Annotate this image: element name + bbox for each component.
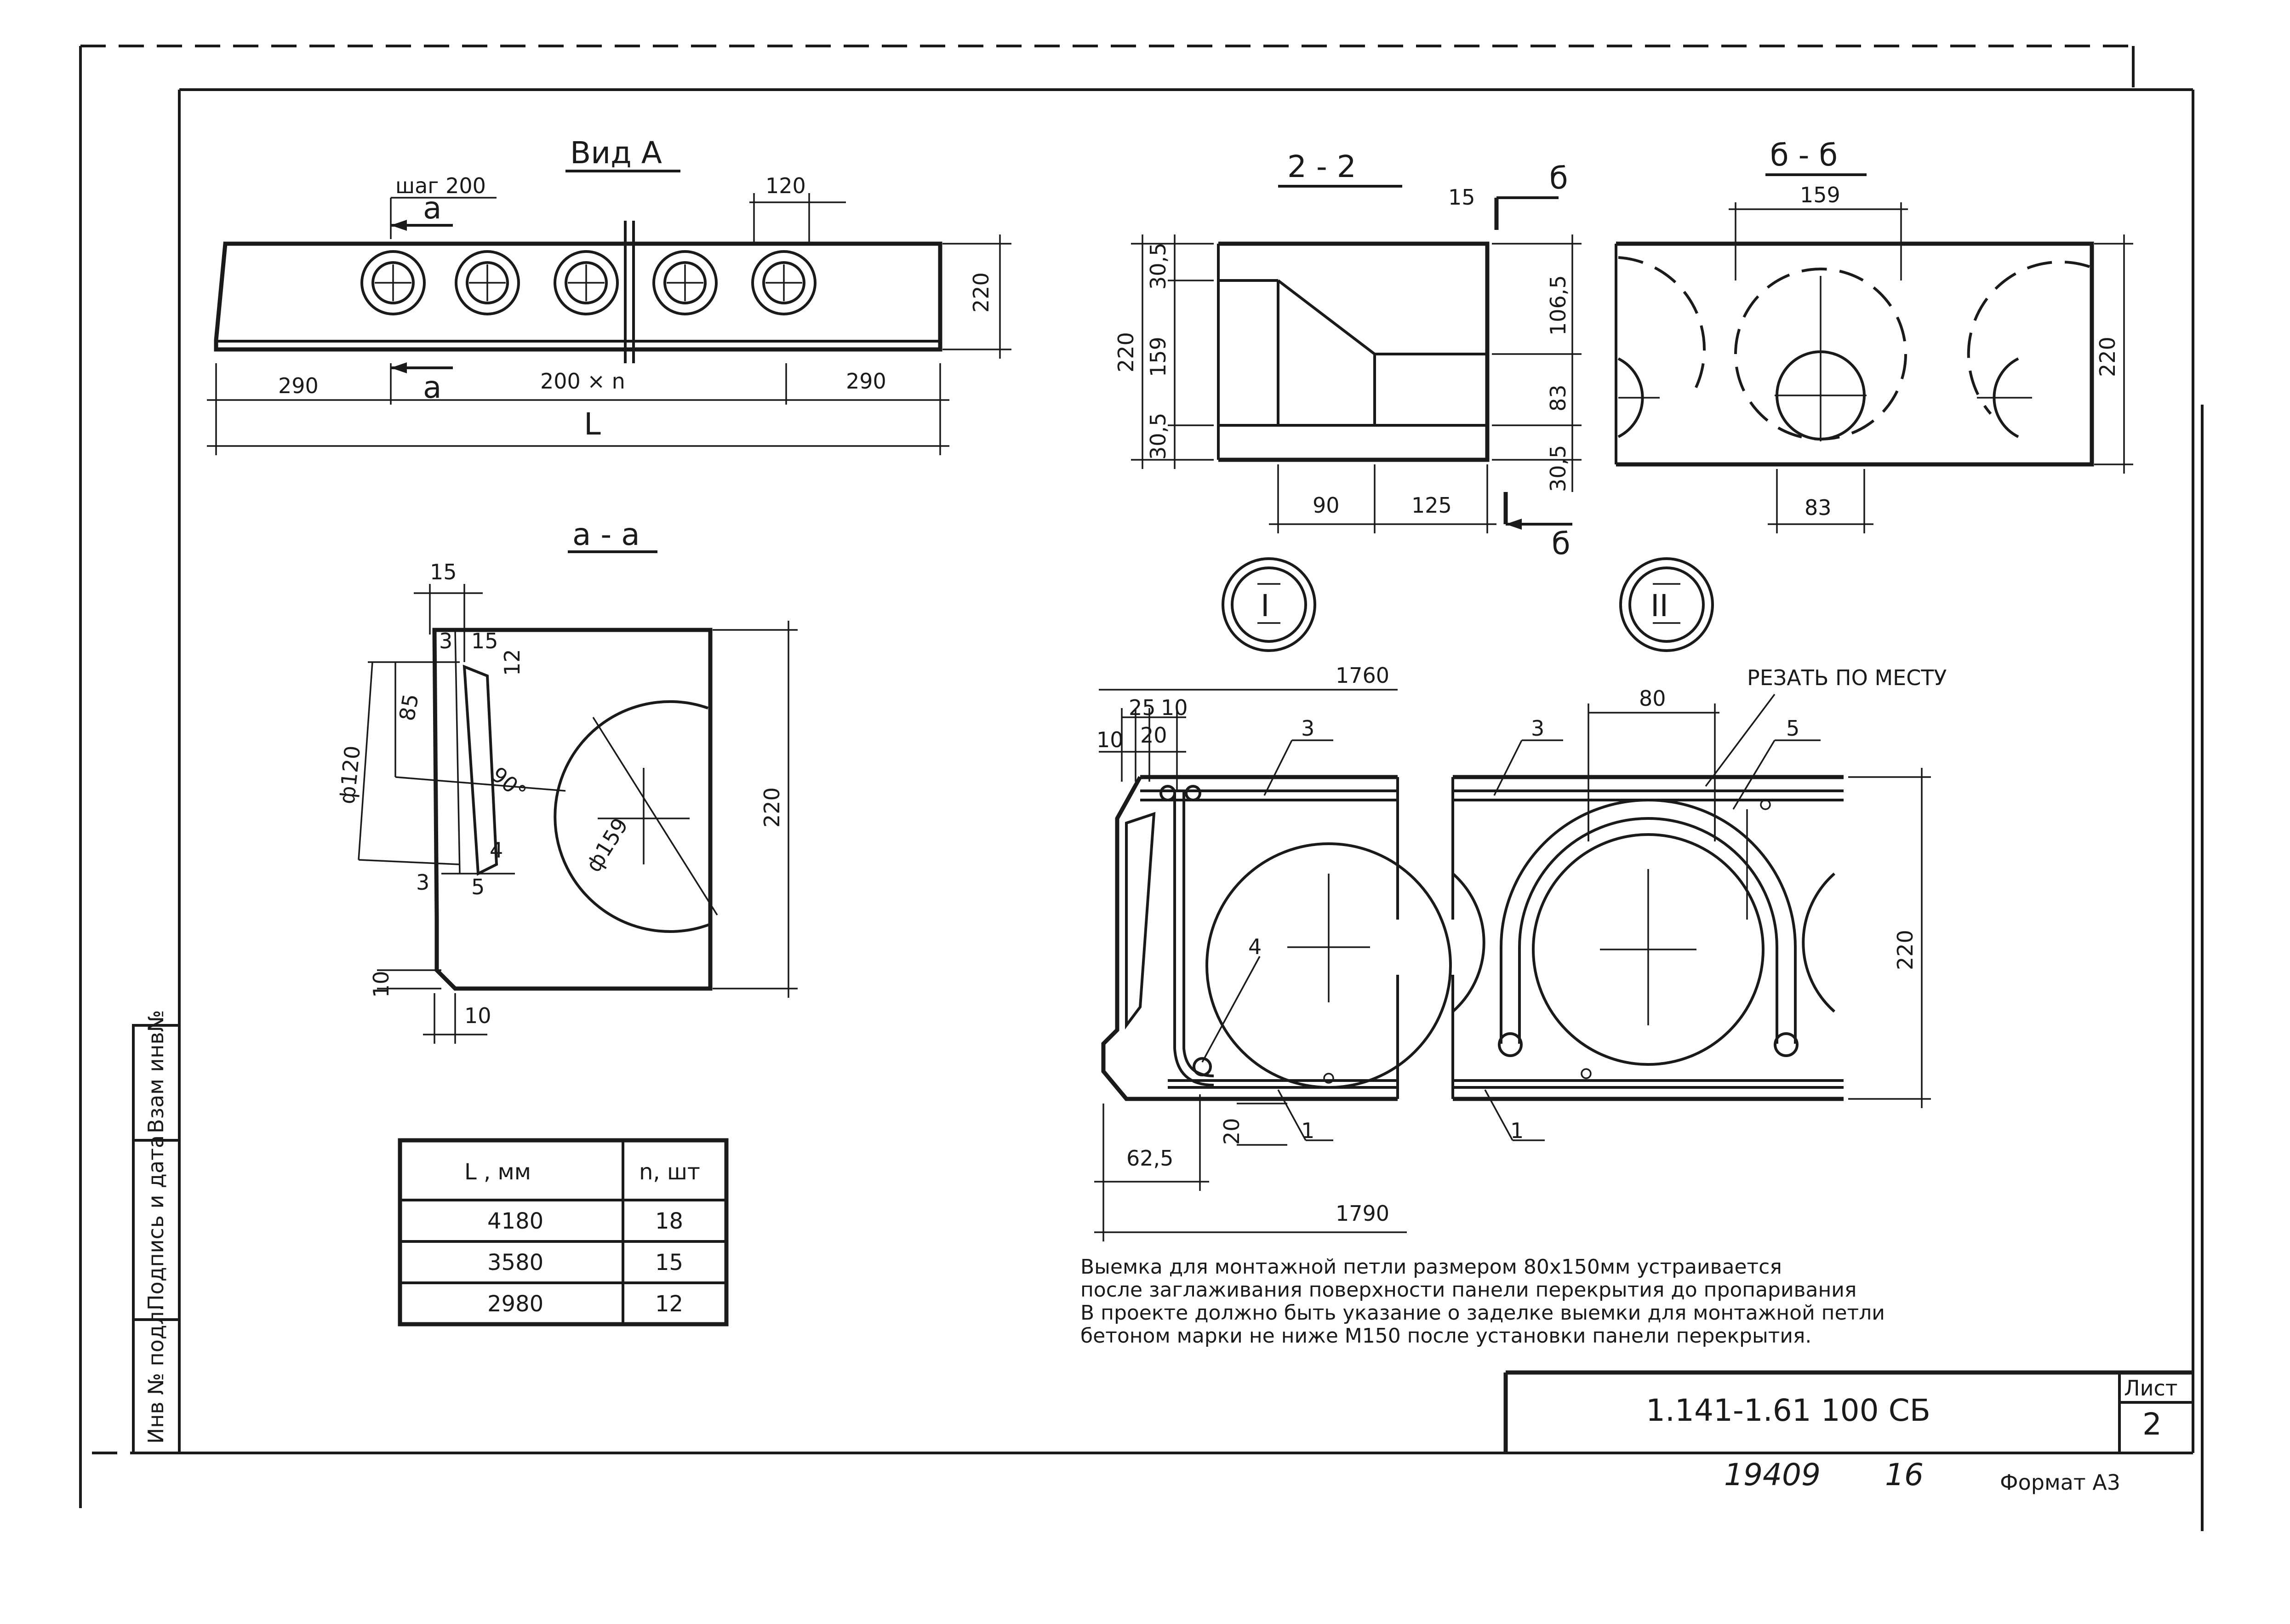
node-2-height: 220	[1893, 930, 1918, 970]
spec-row-1-length: 3580	[487, 1250, 543, 1275]
section-2-2: 2 - 2 15 б 220 30,5 159 30,5 106,5 83 30…	[1114, 149, 1582, 561]
section-aa-dim-0: 15	[430, 560, 457, 584]
view-a-end-left: 290	[278, 373, 319, 398]
section-aa-dim-8: 5	[471, 875, 485, 899]
node-2-cut-note: РЕЗАТЬ ПО МЕСТУ	[1747, 665, 1947, 690]
node-1-top-dim-3: 20	[1140, 723, 1167, 748]
node-1-top-dim-0: 25	[1129, 695, 1156, 720]
spec-row-2-length: 2980	[487, 1291, 543, 1317]
node-1-top-total: 1760	[1336, 663, 1389, 688]
title-block-sheet-label: Лист	[2124, 1376, 2178, 1401]
section-bb-bottom-dim: 83	[1805, 495, 1832, 520]
section-22-title: 2 - 2	[1287, 149, 1356, 184]
section-aa-dim-2: 15	[471, 629, 498, 653]
node-2-position-1: 1	[1510, 1118, 1524, 1143]
stamp-inv-number: Инв № подл.	[143, 1304, 168, 1444]
section-22-left-dim-1: 159	[1146, 337, 1171, 377]
section-22-left-dim-2: 30,5	[1146, 413, 1171, 460]
section-aa-title: а - а	[572, 517, 640, 552]
section-22-right-dim-0: 106,5	[1546, 275, 1570, 336]
view-a-section-mark-bottom: а	[423, 370, 441, 405]
note-line-3: бетоном марки не ниже М150 после установ…	[1080, 1324, 1811, 1348]
section-bb-height: 220	[2095, 337, 2120, 377]
spec-row-2-count: 12	[655, 1291, 683, 1317]
section-aa-diameter-inner: ф159	[581, 813, 633, 876]
section-aa-dim-10: 10	[464, 1003, 491, 1028]
spec-header-count: n, шт	[639, 1159, 700, 1185]
title-block-code: 1.141-1.61 100 СБ	[1646, 1393, 1930, 1428]
general-notes: Выемка для монтажной петли размером 80х1…	[1080, 1255, 1885, 1348]
stamp-replacement-inv: Взам инв№	[143, 1010, 168, 1133]
footer-inv-number: 19409	[1724, 1457, 1821, 1492]
footer: 19409 16 Формат А3	[1724, 1457, 2120, 1495]
view-a-middle: 200 × n	[540, 369, 625, 394]
view-a-hole-dim: 120	[765, 173, 806, 198]
section-aa: а - а ф159 220 15 3 15 12 85 90° ф120 4 …	[334, 517, 798, 1044]
section-bb-top-dim: 159	[1800, 183, 1840, 207]
node-1-position-1: 1	[1301, 1118, 1314, 1143]
node-1-label: I	[1261, 588, 1269, 623]
side-stamp: Инв № подл. Подпись и дата Взам инв№	[132, 1010, 181, 1454]
section-22-left-total: 220	[1114, 332, 1138, 372]
node-2-label: II	[1650, 588, 1668, 623]
section-aa-dim-6: 4	[490, 838, 503, 863]
footer-format: Формат А3	[2000, 1470, 2120, 1495]
view-a: Вид А шаг 200 а 120	[207, 135, 1011, 455]
node-1: I 1760 25 10 10 20 3	[1094, 557, 1452, 1241]
view-a-end-right: 290	[846, 369, 886, 394]
node-1-bottom-small: 20	[1219, 1118, 1244, 1145]
section-bb: б - б 159 220 83	[1615, 137, 2133, 533]
section-aa-dim-4: 85	[394, 692, 423, 723]
spec-row-0-count: 18	[655, 1208, 683, 1234]
view-a-step-label: шаг 200	[395, 173, 486, 198]
spec-table: L , мм n, шт 4180 18 3580 15 2980 12	[398, 1138, 729, 1327]
section-22-bottom-dim-1: 125	[1411, 493, 1452, 518]
node-1-bottom-offset: 62,5	[1126, 1146, 1173, 1171]
section-22-left-dim-0: 30,5	[1146, 243, 1171, 290]
spec-row-0-length: 4180	[487, 1208, 543, 1234]
footer-copy-number: 16	[1885, 1457, 1924, 1492]
view-a-title: Вид А	[570, 135, 662, 171]
section-aa-dim-1: 3	[439, 629, 452, 653]
section-22-right-dim-1: 83	[1546, 384, 1570, 412]
node-2-loop-width: 80	[1639, 686, 1666, 711]
node-1-top-dim-2: 10	[1096, 727, 1124, 752]
section-aa-height: 220	[760, 787, 784, 828]
note-line-0: Выемка для монтажной петли размером 80х1…	[1080, 1255, 1782, 1279]
note-line-1: после заглаживания поверхности панели пе…	[1080, 1278, 1856, 1302]
node-2: II РЕЗАТЬ ПО МЕСТУ 80 3	[1451, 557, 1947, 1143]
node-2-position-5: 5	[1786, 716, 1799, 741]
view-a-section-mark-top: а	[423, 190, 441, 226]
sheet-frame	[79, 45, 2204, 1531]
note-line-2: В проекте должно быть указание о заделке…	[1080, 1301, 1885, 1325]
view-a-height: 220	[969, 272, 994, 313]
node-1-position-3: 3	[1301, 716, 1314, 741]
node-2-position-3: 3	[1531, 716, 1544, 741]
section-22-bottom-dim-0: 90	[1313, 493, 1340, 518]
section-aa-diameter-outer: ф120	[334, 744, 365, 805]
section-22-mark-bottom: б	[1552, 526, 1570, 561]
section-aa-dim-7: 3	[416, 870, 429, 895]
section-aa-dim-9: 10	[369, 971, 394, 998]
section-22-mark-top: б	[1549, 160, 1568, 196]
title-block-sheet-number: 2	[2142, 1407, 2162, 1442]
section-aa-dim-3: 12	[500, 649, 525, 676]
title-block: 1.141-1.61 100 СБ Лист 2	[1503, 1370, 2193, 1453]
node-1-top-dim-1: 10	[1161, 695, 1188, 720]
node-1-position-4: 4	[1248, 934, 1262, 959]
view-a-holes	[360, 250, 817, 315]
section-22-top-gap: 15	[1448, 185, 1475, 210]
stamp-signature-date: Подпись и дата	[143, 1135, 168, 1310]
node-1-bottom-total: 1790	[1336, 1201, 1389, 1226]
section-bb-title: б - б	[1770, 137, 1838, 173]
section-22-right-dim-2: 30,5	[1546, 445, 1570, 492]
spec-header-length: L , мм	[464, 1159, 531, 1185]
spec-row-1-count: 15	[655, 1250, 683, 1275]
view-a-length: L	[584, 406, 601, 442]
